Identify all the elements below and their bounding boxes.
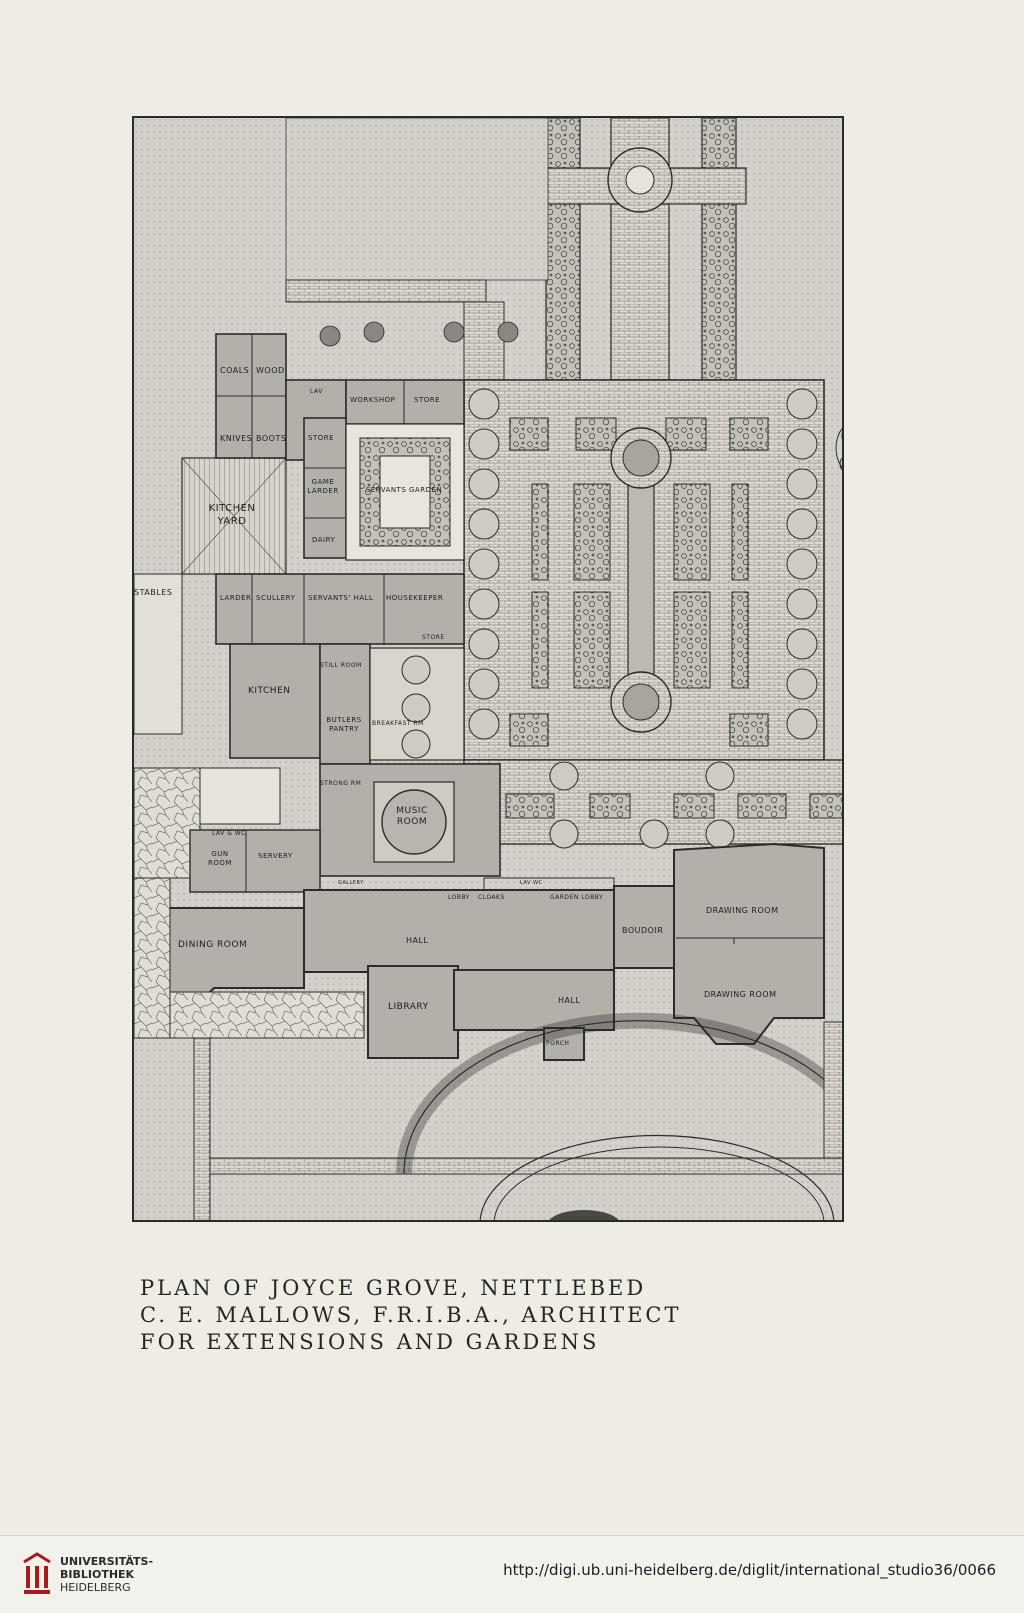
caption-line-3: FOR EXTENSIONS AND GARDENS [140, 1330, 600, 1354]
caption-line-2: C. E. MALLOWS, F.R.I.B.A., ARCHITECT [140, 1303, 682, 1327]
plan-labels: COALS WOOD LAV WORKSHOP STORE KNIVES BOO… [132, 116, 844, 1222]
label-store-mid: STORE [308, 434, 335, 442]
label-dairy: DAIRY [312, 536, 336, 544]
label-library: LIBRARY [388, 1002, 429, 1012]
label-wood: WOOD [256, 366, 285, 375]
label-boudoir: BOUDOIR [622, 926, 664, 935]
label-kitchen-yard: KITCHEN YARD [208, 503, 256, 527]
label-stables: STABLES [134, 588, 173, 597]
plan-caption: PLAN OF JOYCE GROVE, NETTLEBED C. E. MAL… [140, 1275, 740, 1356]
label-workshop: WORKSHOP [350, 396, 396, 404]
label-music-room: MUSIC ROOM [396, 806, 428, 827]
label-coals: COALS [220, 366, 250, 375]
library-name-line-1: UNIVERSITÄTS- [60, 1555, 154, 1568]
library-name-line-3: HEIDELBERG [60, 1581, 131, 1594]
label-lav-wc: LAV & WC [212, 830, 246, 837]
label-game-larder: GAME LARDER [307, 478, 339, 495]
label-garden-lobby: GARDEN LOBBY [550, 894, 604, 901]
label-still-room: STILL ROOM [320, 662, 362, 669]
label-lobby: LOBBY [448, 894, 470, 901]
label-servery: SERVERY [258, 852, 293, 860]
label-butlers-pantry: BUTLERS PANTRY [326, 716, 362, 733]
label-store-low: STORE [422, 634, 445, 641]
caption-line-1: PLAN OF JOYCE GROVE, NETTLEBED [140, 1276, 647, 1300]
label-servants-garden: SERVANTS GARDEN [365, 486, 443, 494]
label-porch: PORCH [546, 1040, 570, 1047]
scanned-page: COALS WOOD LAV WORKSHOP STORE KNIVES BOO… [132, 116, 844, 1356]
label-lav-top: LAV [310, 388, 323, 395]
label-breakfast-room: BREAKFAST RM [372, 720, 424, 727]
label-drawing-room-2: DRAWING ROOM [704, 990, 777, 999]
label-scullery: SCULLERY [256, 594, 296, 602]
label-cloaks: CLOAKS [478, 894, 505, 901]
label-gallery: GALLERY [338, 880, 364, 886]
label-drawing-room-1: DRAWING ROOM [706, 906, 779, 915]
library-name-line-2: BIBLIOTHEK [60, 1568, 135, 1581]
label-strong-rm: STRONG RM [320, 780, 362, 787]
label-hall-1: HALL [406, 936, 429, 945]
plan-drawing [134, 118, 842, 1220]
label-larder: LARDER [220, 594, 252, 602]
label-servants-hall: SERVANTS' HALL [308, 594, 374, 602]
label-housekeeper: HOUSEKEEPER [386, 594, 444, 602]
label-gun-room: GUN ROOM [208, 850, 232, 867]
label-dining-room: DINING ROOM [178, 940, 248, 950]
label-hall-2: HALL [558, 996, 581, 1005]
label-kitchen: KITCHEN [248, 686, 291, 696]
label-knives: KNIVES [220, 434, 253, 443]
source-url[interactable]: http://digi.ub.uni-heidelberg.de/diglit/… [503, 1561, 996, 1579]
label-lav-wc-2: LAV WC [520, 880, 543, 886]
label-store-top: STORE [414, 396, 441, 404]
viewer-footer: UNIVERSITÄTS- BIBLIOTHEK HEIDELBERG http… [0, 1535, 1024, 1613]
architectural-plan [132, 116, 844, 1222]
library-name: UNIVERSITÄTS- BIBLIOTHEK HEIDELBERG [60, 1555, 153, 1594]
label-boots: BOOTS [256, 434, 287, 443]
library-logo-icon [23, 1552, 51, 1594]
